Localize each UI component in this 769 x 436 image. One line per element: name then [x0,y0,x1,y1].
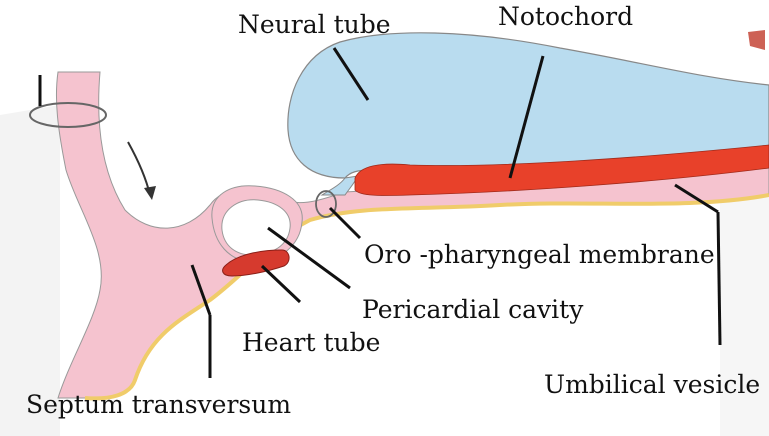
leader-oro-pharyngeal [328,206,362,240]
background-patch-right [720,190,769,436]
membrane-ring [315,190,337,218]
leader-umbilical-1 [674,183,719,214]
corner-logo-fragment [748,30,765,50]
label-heart-tube: Heart tube [242,328,381,357]
background-patch [0,105,60,436]
leader-heart-tube [260,264,302,304]
leader-neural-tube [332,47,370,101]
leader-septum-1 [190,264,212,316]
stalk-ring [29,102,107,128]
label-notochord: Notochord [498,2,634,31]
notochord [354,144,769,196]
leader-notochord [508,55,545,179]
heart-tube [222,249,290,277]
label-pericardial: Pericardial cavity [362,295,584,324]
leader-umbilical-2 [716,211,722,346]
flexion-arrow [127,141,151,196]
label-oro-pharyngeal: Oro -pharyngeal membrane [364,240,715,269]
flexion-arrowhead [144,186,156,200]
label-neural-tube: Neural tube [238,10,391,39]
label-septum: Septum transversum [26,390,292,419]
label-umbilical: Umbilical vesicle [544,370,761,399]
pericardial-cavity [221,199,291,256]
endoderm-edge [84,193,769,401]
leader-pericardial [267,226,351,290]
